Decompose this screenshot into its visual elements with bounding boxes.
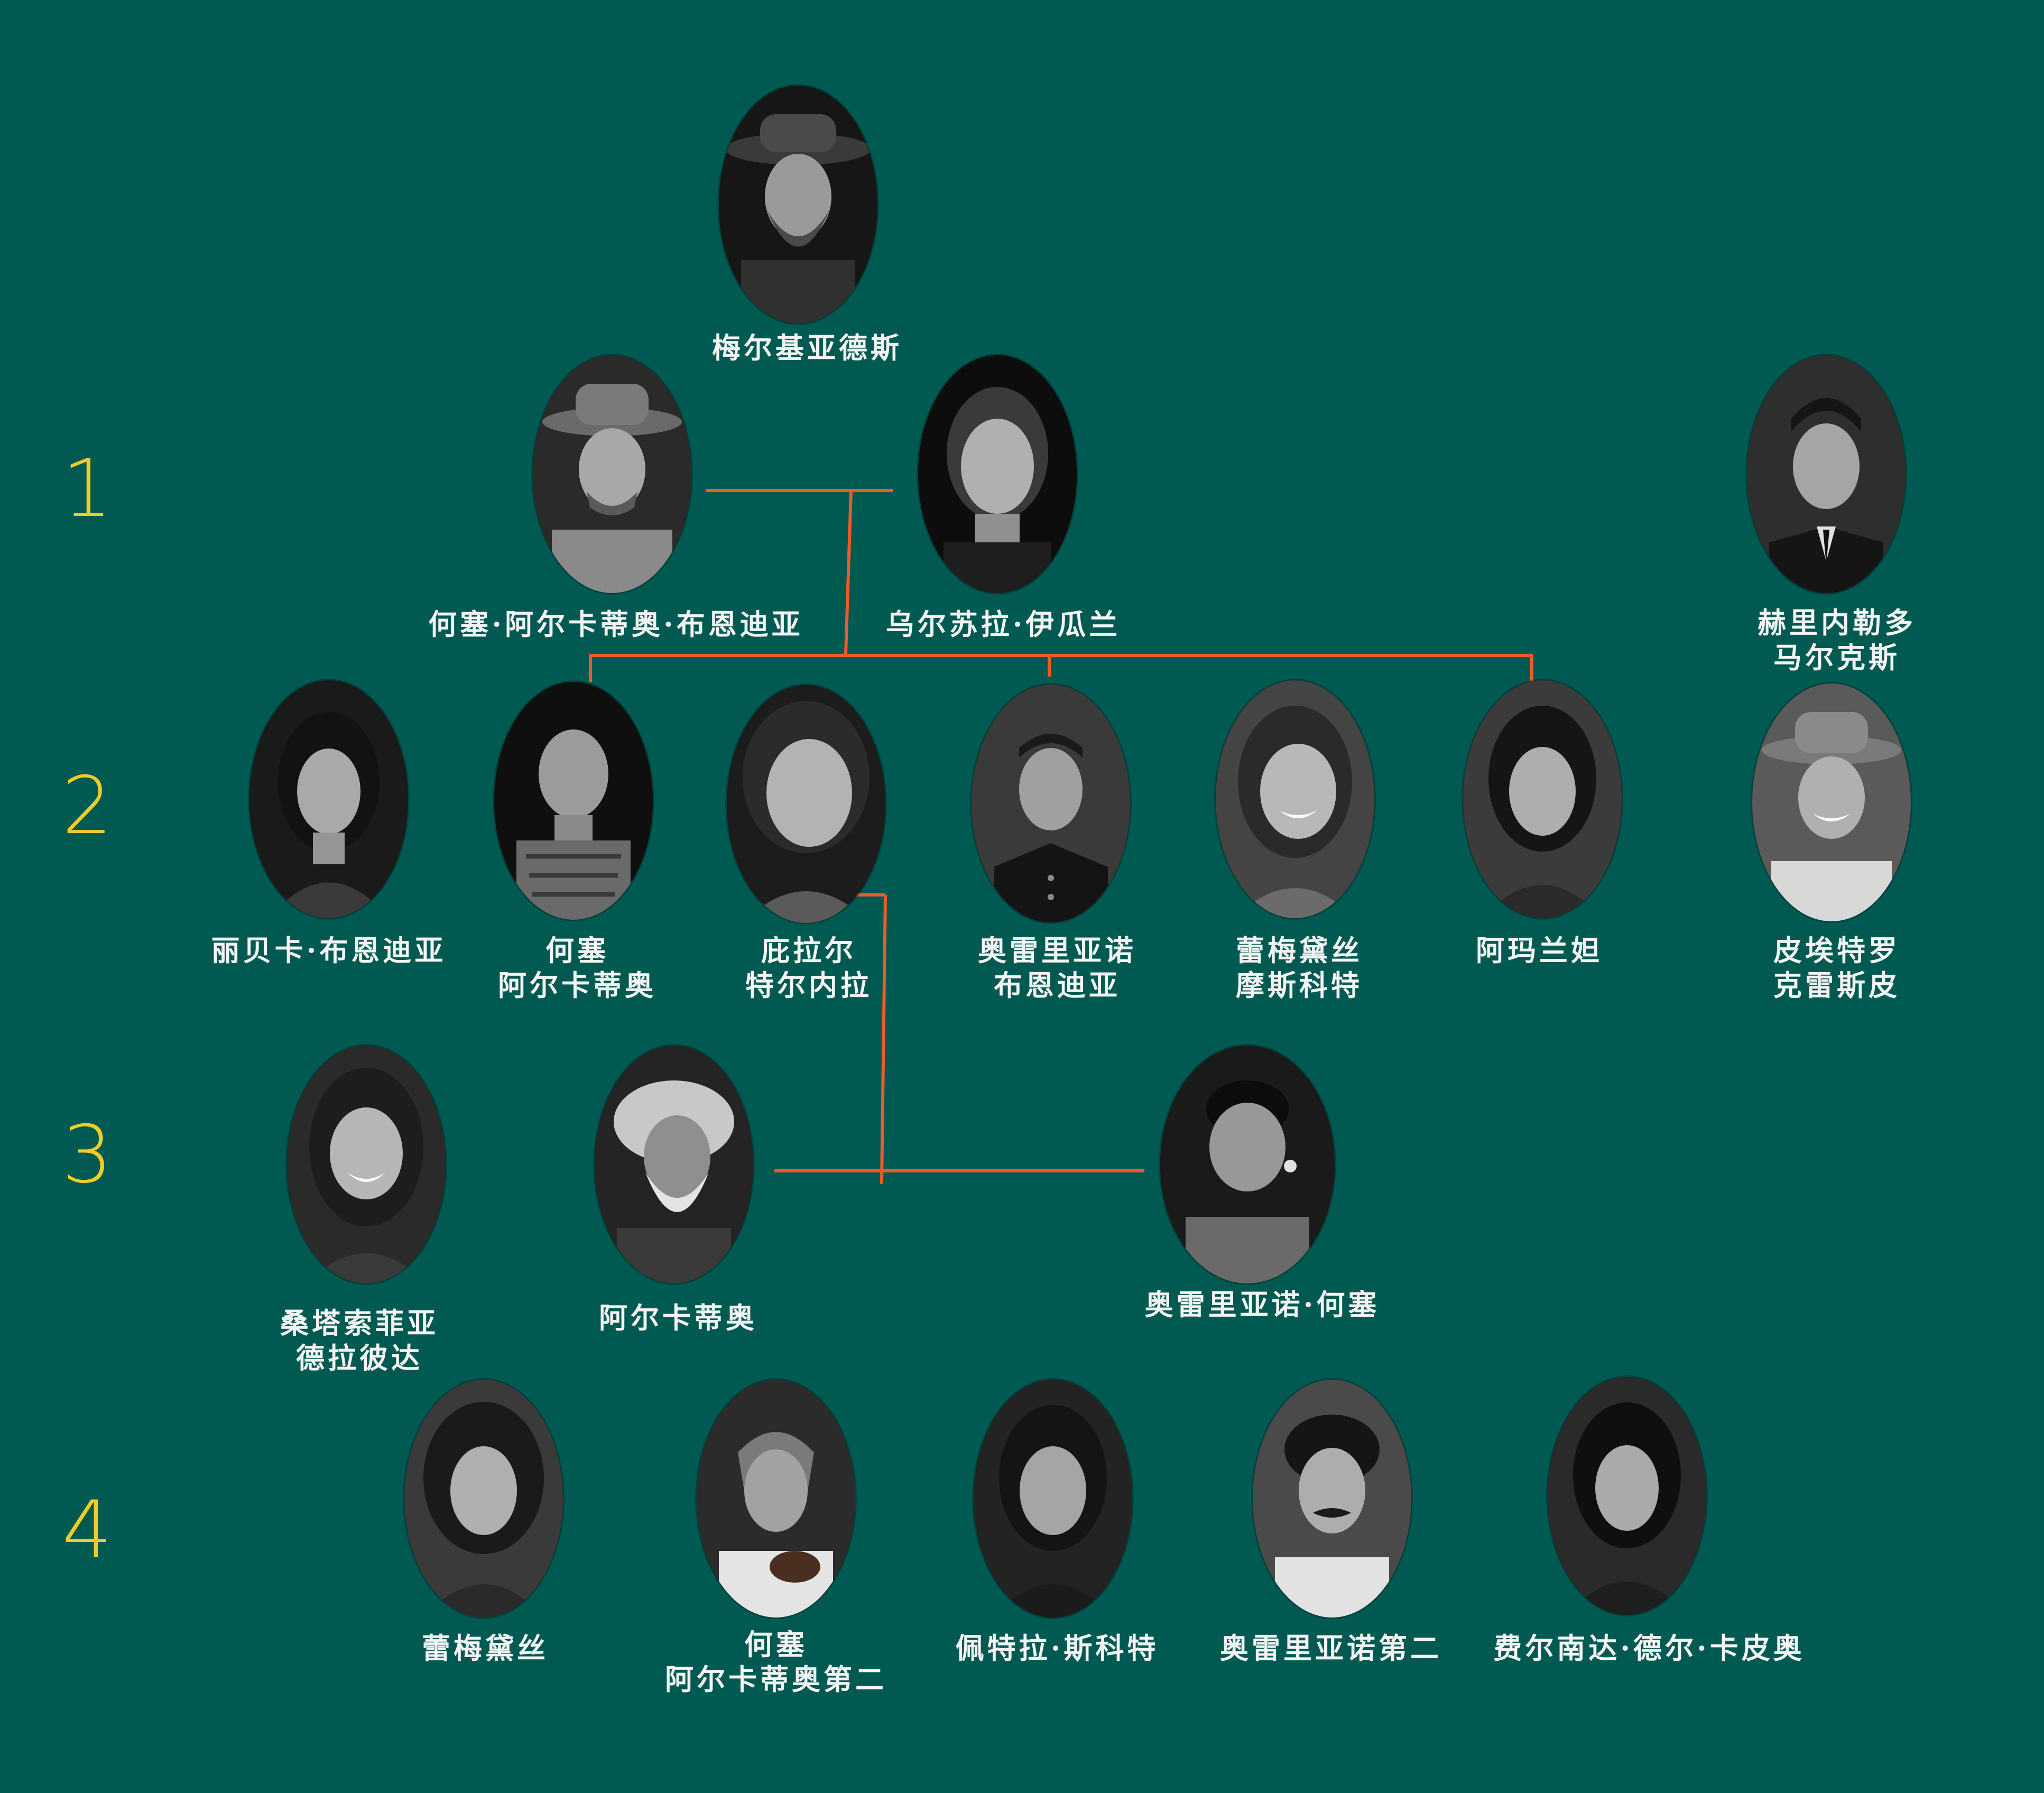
gerineldo-marquez-portrait[interactable] [1747, 355, 1906, 593]
portrait-woman-icon [727, 685, 885, 923]
fernanda-del-carpio-portrait[interactable] [1548, 1377, 1706, 1615]
remedios-moscote-name: 蕾梅黛丝摩斯科特 [1236, 934, 1363, 1002]
jose-arcadio-buendia-name: 何塞·阿尔卡蒂奥·布恩迪亚 [428, 607, 803, 641]
rebeca-buendia-name: 丽贝卡·布恩迪亚 [211, 934, 447, 967]
portrait-man-mustache-icon [1253, 1380, 1411, 1618]
santa-sofia-portrait[interactable] [287, 1046, 446, 1283]
jose-arcadio-ii-portrait[interactable] [697, 1380, 855, 1618]
pilar-descent-vertical [880, 894, 887, 1185]
aureliano-ii-name: 奥雷里亚诺第二 [1220, 1631, 1442, 1665]
aureliano-buendia-portrait[interactable] [972, 685, 1130, 922]
generation-label-2: 2 [62, 760, 113, 852]
aureliano-jose-portrait[interactable] [1160, 1046, 1335, 1283]
portrait-young-woman-icon [974, 1380, 1132, 1618]
amaranta-name: 阿玛兰妲 [1476, 934, 1603, 967]
pilar-ternera-portrait[interactable] [727, 685, 885, 923]
fernanda-del-carpio-name: 费尔南达·德尔·卡皮奥 [1493, 1631, 1805, 1665]
portrait-smiling-woman-icon [287, 1046, 446, 1283]
pietro-crespi-name: 皮埃特罗克雷斯皮 [1773, 934, 1900, 1002]
portrait-curly-girl-icon [404, 1380, 563, 1618]
generation-label-1: 1 [62, 443, 113, 535]
generation-label-3: 3 [62, 1109, 113, 1201]
aureliano-buendia-name: 奥雷里亚诺布恩迪亚 [978, 934, 1136, 1002]
rebeca-buendia-portrait[interactable] [249, 680, 408, 918]
portrait-smiling-girl-icon [1216, 680, 1374, 918]
petra-cotes-portrait[interactable] [974, 1380, 1132, 1618]
portrait-man-uniform-icon [972, 685, 1130, 922]
remedios-beauty-portrait[interactable] [404, 1380, 563, 1618]
portrait-young-woman-icon [249, 680, 408, 918]
aureliano-ii-portrait[interactable] [1253, 1380, 1411, 1618]
jose-arcadio-portrait[interactable] [494, 682, 653, 920]
portrait-tattooed-man-icon [494, 682, 653, 920]
arcadio-portrait[interactable] [595, 1046, 753, 1283]
santa-sofia-name: 桑塔索菲亚德拉彼达 [280, 1306, 439, 1375]
jose-arcadio-buendia-portrait[interactable] [533, 355, 691, 593]
portrait-violinist-icon [697, 1380, 855, 1618]
portrait-young-woman-icon [1463, 680, 1622, 918]
jose-arcadio-name: 何塞阿尔卡蒂奥 [498, 934, 656, 1002]
aureliano-jose-name: 奥雷里亚诺·何塞 [1144, 1288, 1380, 1321]
portrait-man-hat-beard-icon [719, 86, 877, 324]
ursula-iguaran-portrait[interactable] [918, 355, 1077, 593]
portrait-old-man-beard-icon [595, 1046, 753, 1283]
portrait-smiling-man-hat-icon [1752, 683, 1911, 921]
melquiades-name: 梅尔基亚德斯 [712, 331, 902, 365]
petra-cotes-name: 佩特拉·斯科特 [955, 1631, 1159, 1665]
portrait-man-suit-icon [1747, 355, 1906, 593]
portrait-older-woman-icon [918, 355, 1077, 593]
pilar-ternera-name: 庇拉尔特尔内拉 [745, 934, 872, 1002]
remedios-moscote-portrait[interactable] [1216, 680, 1374, 918]
remedios-beauty-name: 蕾梅黛丝 [422, 1631, 549, 1665]
arcadio-name: 阿尔卡蒂奥 [599, 1301, 757, 1335]
ursula-iguaran-name: 乌尔苏拉·伊瓜兰 [885, 607, 1121, 641]
jose-arcadio-ii-name: 何塞阿尔卡蒂奥第二 [665, 1628, 887, 1696]
pietro-crespi-portrait[interactable] [1752, 683, 1911, 921]
portrait-man-hat-icon [533, 355, 691, 593]
amaranta-portrait[interactable] [1463, 680, 1622, 918]
generation-label-4: 4 [62, 1484, 113, 1576]
gerineldo-marquez-name: 赫里内勒多马尔克斯 [1758, 606, 1916, 674]
portrait-young-woman-icon [1548, 1377, 1706, 1615]
melquiades-portrait[interactable] [719, 86, 877, 324]
portrait-native-man-icon [1160, 1046, 1335, 1283]
descent-line-gen1 [844, 490, 853, 655]
